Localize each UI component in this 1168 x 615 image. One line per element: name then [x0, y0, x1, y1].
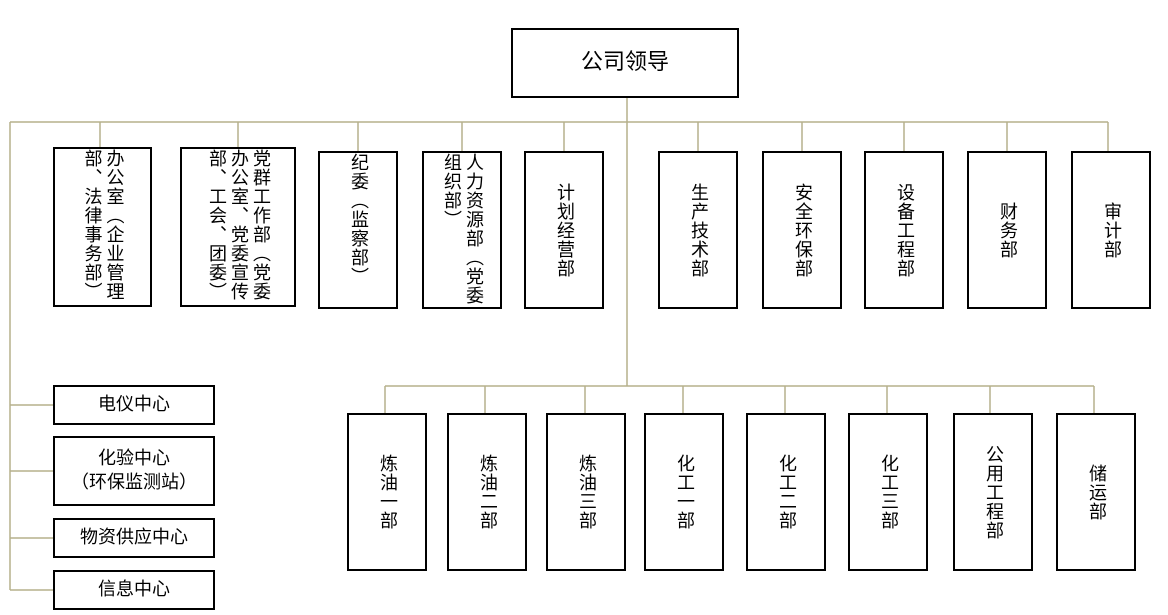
plant-refining-3: 炼油三部 [546, 413, 626, 571]
dept-production-tech: 生产技术部 [658, 151, 738, 309]
dept-label: 纪委（监察部） [348, 153, 369, 286]
plant-chemical-2: 化工二部 [746, 413, 826, 571]
plant-label: 公用工程部 [983, 444, 1004, 540]
center-label: 物资供应中心 [80, 527, 188, 548]
center-information: 信息中心 [53, 570, 215, 610]
dept-label: 财务部 [997, 201, 1018, 259]
dept-audit: 审计部 [1071, 151, 1151, 309]
center-label: 电仪中心 [98, 394, 170, 415]
center-laboratory: 化验中心 （环保监测站） [53, 436, 215, 506]
plant-storage-transport: 储运部 [1056, 413, 1136, 571]
dept-finance: 财务部 [967, 151, 1047, 309]
dept-label: 安全环保部 [792, 182, 813, 278]
center-materials: 物资供应中心 [53, 518, 215, 558]
plant-label: 炼油二部 [477, 454, 498, 530]
plant-label: 炼油一部 [377, 454, 398, 530]
plant-label: 炼油三部 [576, 454, 597, 530]
center-label: 信息中心 [98, 579, 170, 600]
dept-discipline: 纪委（监察部） [318, 151, 398, 309]
plant-chemical-1: 化工一部 [644, 413, 724, 571]
center-electrical: 电仪中心 [53, 385, 215, 425]
dept-office: 办公室（企业管理部、法律事务部） [53, 147, 152, 307]
center-label: 化验中心 （环保监测站） [71, 448, 197, 493]
dept-label: 党群工作部（党委办公室、党委宣传部、工会、团委） [206, 149, 271, 301]
dept-label: 生产技术部 [688, 182, 709, 278]
plant-utilities: 公用工程部 [953, 413, 1033, 571]
dept-label: 审计部 [1101, 201, 1122, 259]
dept-label: 计划经营部 [554, 182, 575, 278]
dept-label: 办公室（企业管理部、法律事务部） [81, 149, 125, 301]
plant-refining-1: 炼油一部 [347, 413, 427, 571]
dept-label: 设备工程部 [894, 182, 915, 278]
dept-planning: 计划经营部 [524, 151, 604, 309]
plant-label: 化工三部 [878, 454, 899, 530]
dept-safety-env: 安全环保部 [762, 151, 842, 309]
plant-label: 储运部 [1086, 463, 1107, 521]
dept-human-resources: 人力资源部（党委组织部） [422, 151, 502, 309]
dept-equipment: 设备工程部 [864, 151, 944, 309]
plant-chemical-3: 化工三部 [848, 413, 928, 571]
plant-refining-2: 炼油二部 [447, 413, 527, 571]
root-node-label: 公司领导 [580, 50, 669, 75]
dept-label: 人力资源部（党委组织部） [441, 153, 484, 305]
dept-party-affairs: 党群工作部（党委办公室、党委宣传部、工会、团委） [180, 147, 296, 307]
root-node: 公司领导 [511, 28, 739, 98]
plant-label: 化工一部 [674, 454, 695, 530]
plant-label: 化工二部 [776, 454, 797, 530]
